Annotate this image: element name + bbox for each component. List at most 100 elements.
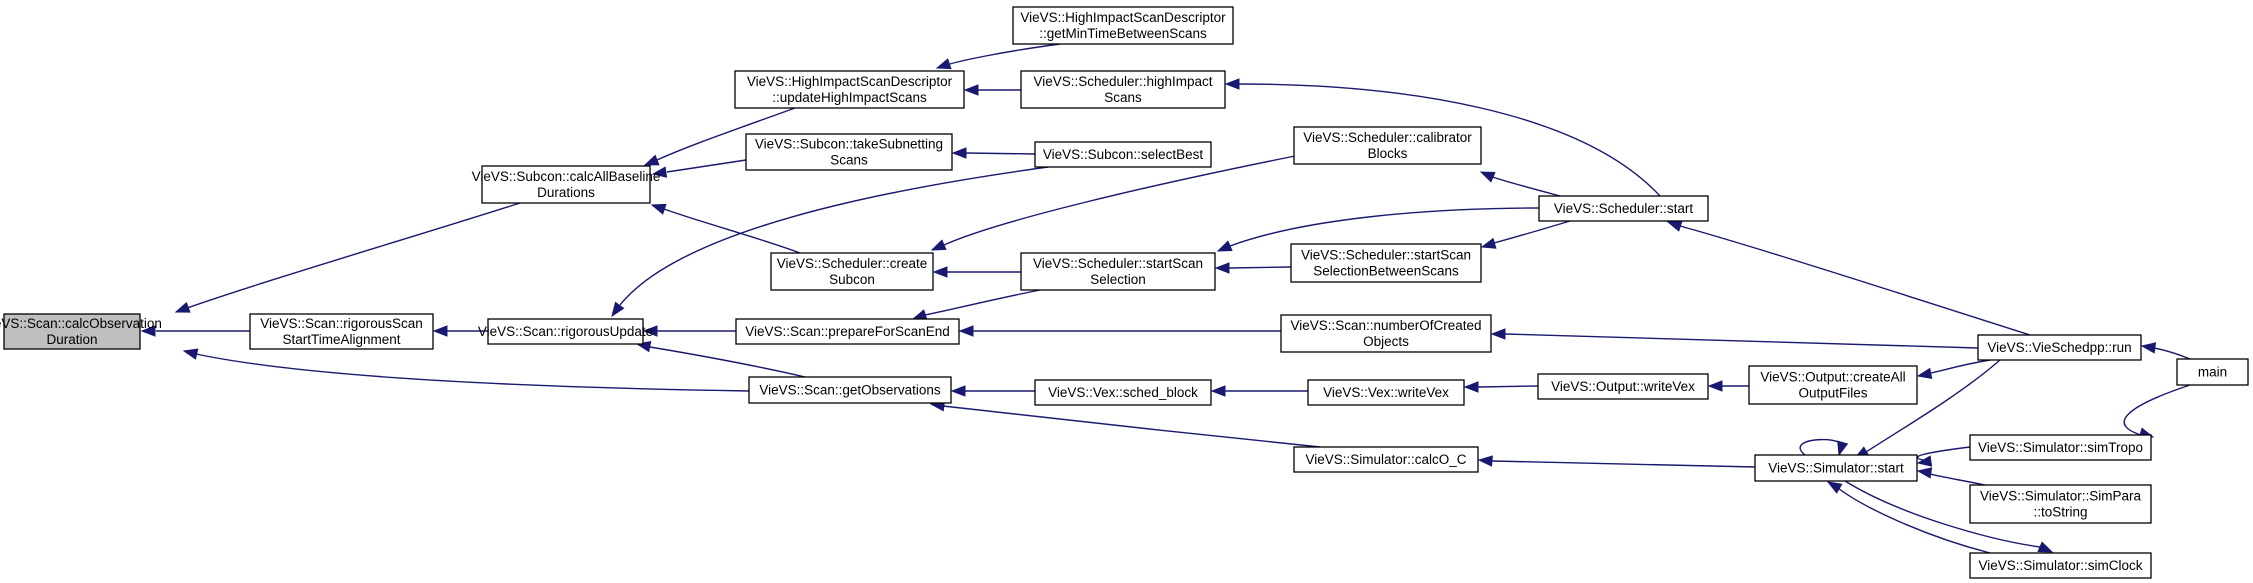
node-box — [1293, 126, 1482, 165]
arrowhead — [2037, 541, 2054, 553]
nodes-layer: VieVS::Scan::calcObservationDurationVieV… — [0, 6, 2249, 579]
node-selectBest[interactable]: VieVS::Subcon::selectBest — [1034, 141, 1212, 168]
edge-line — [1229, 207, 1540, 247]
node-prepareForScanEnd[interactable]: VieVS::Scan::prepareForScanEnd — [735, 318, 960, 345]
edge-line — [1491, 460, 1756, 468]
node-getMinTime[interactable]: VieVS::HighImpactScanDescriptor::getMinT… — [1012, 6, 1234, 45]
node-updateHighImpact[interactable]: VieVS::HighImpactScanDescriptor::updateH… — [734, 70, 965, 109]
node-label-line: Durations — [537, 185, 595, 200]
edge-line — [1799, 438, 1844, 456]
arrowhead — [950, 385, 966, 397]
edge-schedBlock-to-getObservations — [950, 385, 1035, 397]
node-box — [745, 133, 953, 171]
node-label-line: VieVS::VieSchedpp::run — [1987, 340, 2131, 355]
node-box — [1307, 379, 1465, 406]
arrowhead — [2140, 342, 2157, 354]
arrowhead — [1666, 220, 1683, 232]
node-label-line: VieVS::Simulator::calcO_C — [1305, 452, 1466, 467]
node-box — [249, 313, 434, 350]
edge-getMinTime-to-updateHighImpact — [935, 43, 1061, 70]
edge-rigorousUpdate-to-rigorousScanStart — [432, 325, 488, 337]
node-schedBlock[interactable]: VieVS::Vex::sched_block — [1034, 379, 1212, 406]
node-label-line: Subcon — [829, 272, 875, 287]
arrowhead — [1837, 440, 1849, 457]
node-box — [481, 165, 651, 204]
node-label-line: VieVS::Scheduler::calibrator — [1303, 130, 1472, 145]
arrowhead — [643, 154, 660, 166]
edge-vieSchedppRun-to-createAllOutput — [1916, 359, 1991, 379]
node-vieSchedppRun[interactable]: VieVS::VieSchedpp::run — [1977, 334, 2142, 361]
edge-line — [1930, 359, 1991, 374]
node-box — [2176, 358, 2249, 386]
edge-line — [942, 405, 1321, 448]
node-label-line: VieVS::Output::writeVex — [1551, 379, 1695, 394]
edge-line — [656, 107, 796, 161]
arrowhead — [1480, 237, 1497, 249]
edge-line — [666, 159, 747, 173]
node-outputWriteVex[interactable]: VieVS::Output::writeVex — [1537, 373, 1709, 400]
node-simParaToString[interactable]: VieVS::Simulator::SimPara::toString — [1969, 484, 2152, 524]
edge-startScanSelBetween-to-startScanSelection — [1214, 262, 1292, 274]
edge-line — [2153, 347, 2191, 360]
edge-numberOfCreated-to-prepareForScanEnd — [958, 325, 1281, 337]
node-label-line: VieVS::Scan::rigorousScan — [260, 316, 423, 331]
node-main[interactable]: main — [2176, 358, 2249, 386]
node-label-line: VieVS::Simulator::simTropo — [1978, 440, 2143, 455]
edge-simulatorStart-to-simulatorStart — [1799, 438, 1849, 457]
edge-line — [663, 208, 801, 254]
edge-selectBest-to-rigorousUpdate — [611, 166, 1049, 318]
edge-calibratorBlocks-to-createSubcon — [930, 154, 1301, 251]
node-label-line: VieVS::Subcon::takeSubnetting — [755, 137, 943, 152]
arrowhead — [935, 58, 952, 70]
node-schedulerStart[interactable]: VieVS::Scheduler::start — [1538, 195, 1709, 222]
node-label-line: VieVS::Subcon::calcAllBaseline — [472, 169, 661, 184]
edge-outputWriteVex-to-writeVex — [1463, 381, 1539, 393]
node-label-line: VieVS::HighImpactScanDescriptor — [747, 74, 953, 89]
node-startScanSelBetween[interactable]: VieVS::Scheduler::startScanSelectionBetw… — [1290, 243, 1482, 283]
node-rigorousScanStart[interactable]: VieVS::Scan::rigorousScanStartTimeAlignm… — [249, 313, 434, 350]
arrowhead — [963, 84, 979, 96]
arrowhead — [1477, 455, 1493, 467]
node-box — [734, 70, 965, 109]
edge-line — [1228, 266, 1292, 269]
node-box — [1977, 334, 2142, 361]
node-simClock[interactable]: VieVS::Simulator::simClock — [1969, 552, 2152, 579]
node-box — [487, 318, 644, 345]
node-box — [1537, 373, 1709, 400]
arrowhead — [1707, 380, 1723, 392]
edge-line — [1837, 487, 1991, 554]
arrowhead — [932, 266, 948, 278]
node-simTropo[interactable]: VieVS::Simulator::simTropo — [1969, 434, 2152, 461]
node-calcOC[interactable]: VieVS::Simulator::calcO_C — [1293, 446, 1479, 473]
node-label-line: Duration — [46, 332, 97, 347]
arrowhead — [140, 325, 156, 337]
edge-createAllOutput-to-outputWriteVex — [1707, 380, 1749, 392]
node-label-line: OutputFiles — [1798, 386, 1867, 401]
arrowhead — [642, 325, 658, 337]
edge-line — [949, 43, 1061, 65]
node-box — [1012, 6, 1234, 45]
arrowhead — [1479, 171, 1496, 183]
node-label-line: VieVS::Vex::sched_block — [1048, 385, 1198, 400]
arrowhead — [1826, 481, 1843, 494]
edge-simulatorStart-to-simClock — [1844, 480, 2054, 553]
edge-getObservations-to-calcObsDur — [182, 348, 750, 392]
edge-line — [649, 346, 806, 378]
node-getObservations[interactable]: VieVS::Scan::getObservations — [748, 376, 952, 404]
edge-calcOC-to-getObservations — [929, 400, 1321, 448]
node-writeVex[interactable]: VieVS::Vex::writeVex — [1307, 379, 1465, 406]
edge-line — [195, 353, 750, 392]
arrowhead — [958, 325, 974, 337]
edge-line — [1865, 359, 2001, 453]
node-rigorousUpdate[interactable]: VieVS::Scan::rigorousUpdate — [478, 318, 653, 345]
node-simulatorStart[interactable]: VieVS::Simulator::start — [1754, 454, 1918, 482]
